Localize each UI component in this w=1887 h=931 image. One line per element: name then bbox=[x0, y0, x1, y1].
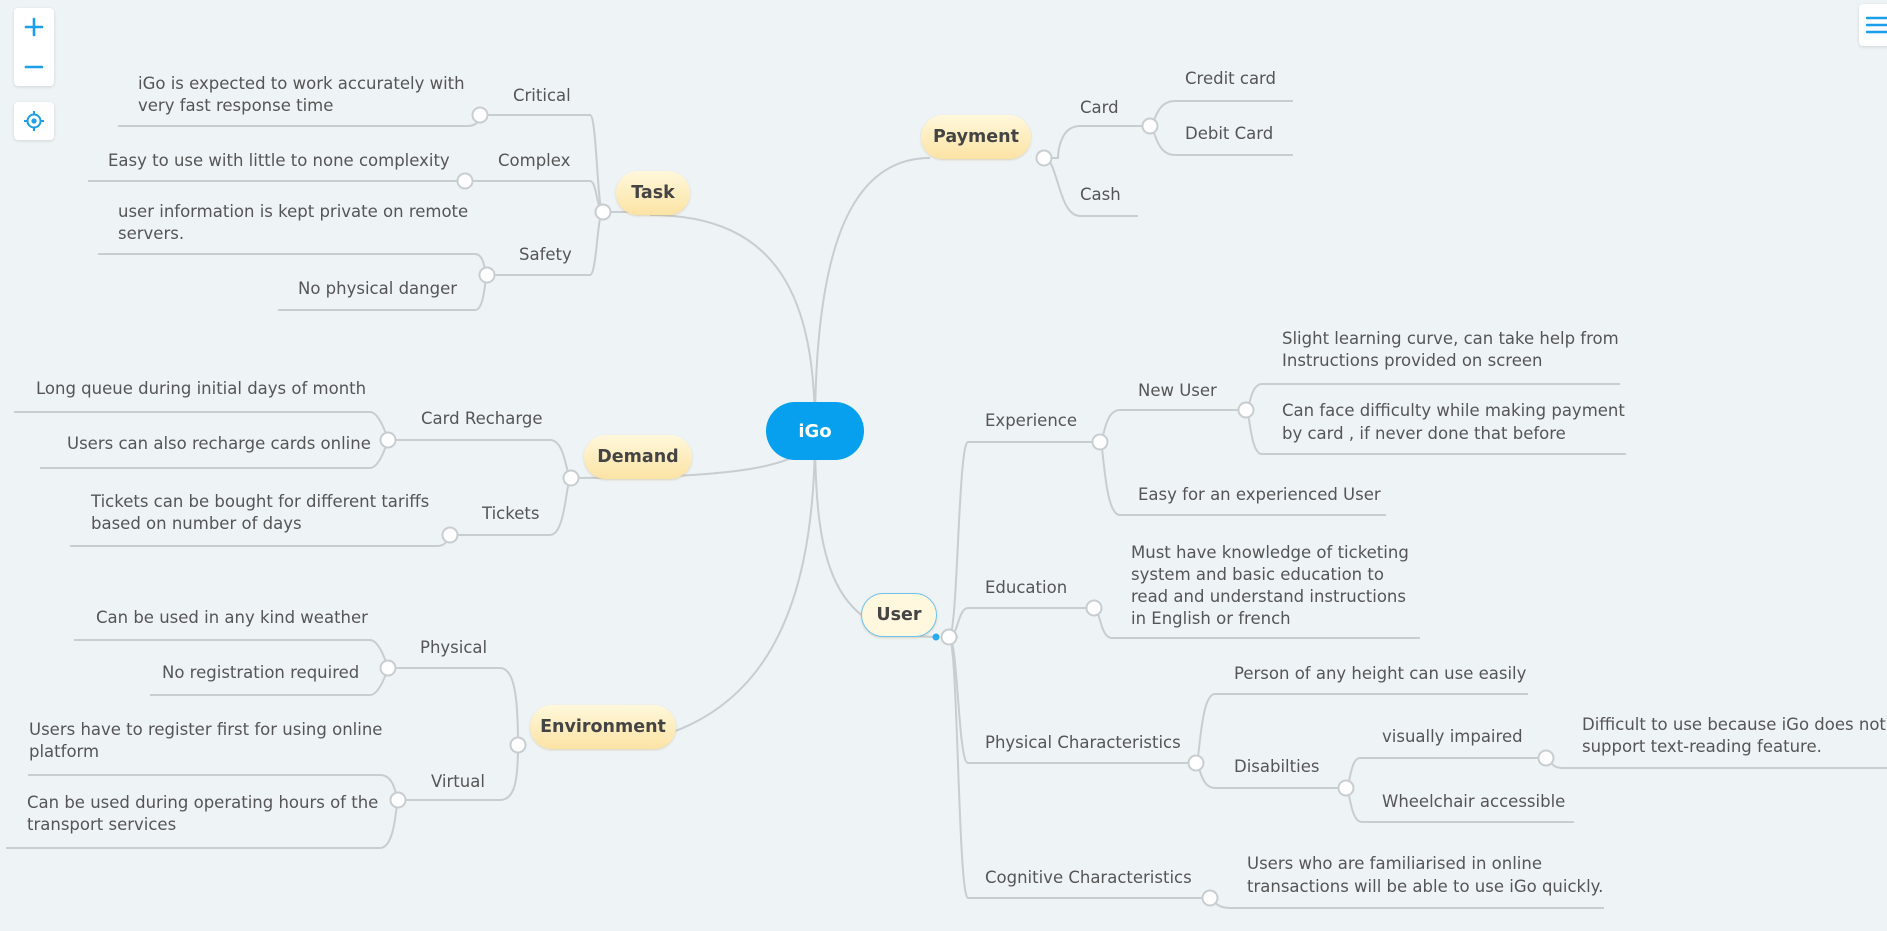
minus-icon bbox=[24, 65, 44, 69]
branch-user[interactable]: User bbox=[861, 593, 937, 637]
node-critical[interactable]: Critical bbox=[513, 86, 571, 105]
node-experienced-user[interactable]: Easy for an experienced User bbox=[1138, 485, 1381, 504]
node-cognitive-characteristics[interactable]: Cognitive Characteristics bbox=[985, 868, 1192, 887]
menu-button[interactable] bbox=[1859, 4, 1887, 46]
note-cognitive-line2[interactable]: transactions will be able to use iGo qui… bbox=[1247, 877, 1604, 896]
note-virtual-1-line1[interactable]: Users have to register first for using o… bbox=[29, 720, 383, 739]
note-new-user-2-line1[interactable]: Can face difficulty while making payment bbox=[1282, 401, 1625, 420]
note-tickets-line1[interactable]: Tickets can be bought for different tari… bbox=[91, 492, 430, 511]
locate-icon bbox=[24, 111, 44, 131]
note-physical-1[interactable]: Can be used in any kind weather bbox=[96, 608, 368, 627]
node-education[interactable]: Education bbox=[985, 578, 1068, 597]
note-education-line3[interactable]: read and understand instructions bbox=[1131, 587, 1406, 606]
note-visually-line1[interactable]: Difficult to use because iGo does not bbox=[1582, 715, 1886, 734]
note-safety-line2[interactable]: servers. bbox=[118, 224, 185, 243]
note-recharge-2[interactable]: Users can also recharge cards online bbox=[67, 434, 371, 453]
note-safety-2[interactable]: No physical danger bbox=[298, 279, 458, 298]
node-wheelchair[interactable]: Wheelchair accessible bbox=[1382, 792, 1566, 811]
hamburger-menu-icon bbox=[1865, 16, 1887, 34]
note-visually-line2[interactable]: support text-reading feature. bbox=[1582, 737, 1822, 756]
node-physical[interactable]: Physical bbox=[420, 638, 488, 657]
branch-payment[interactable]: Payment bbox=[921, 115, 1031, 159]
note-cognitive-line1[interactable]: Users who are familiarised in online bbox=[1247, 854, 1542, 873]
plus-icon bbox=[24, 17, 44, 37]
note-critical-line2[interactable]: very fast response time bbox=[138, 96, 334, 115]
node-card-recharge[interactable]: Card Recharge bbox=[421, 409, 543, 428]
note-education-line4[interactable]: in English or french bbox=[1131, 609, 1291, 628]
node-visually-impaired[interactable]: visually impaired bbox=[1382, 727, 1523, 746]
node-virtual[interactable]: Virtual bbox=[431, 772, 485, 791]
note-recharge-1[interactable]: Long queue during initial days of month bbox=[36, 379, 367, 398]
node-tickets[interactable]: Tickets bbox=[482, 504, 540, 523]
node-credit-card[interactable]: Credit card bbox=[1185, 69, 1277, 88]
note-physical-2[interactable]: No registration required bbox=[162, 663, 360, 682]
node-any-height[interactable]: Person of any height can use easily bbox=[1234, 664, 1527, 683]
branch-environment[interactable]: Environment bbox=[530, 705, 676, 749]
node-complex[interactable]: Complex bbox=[498, 151, 571, 170]
zoom-controls bbox=[14, 8, 54, 86]
node-physical-characteristics[interactable]: Physical Characteristics bbox=[985, 733, 1181, 752]
node-safety[interactable]: Safety bbox=[519, 245, 572, 264]
note-new-user-1-line2[interactable]: Instructions provided on screen bbox=[1282, 351, 1543, 370]
node-handles bbox=[379, 106, 1555, 907]
zoom-in-button[interactable] bbox=[14, 8, 54, 46]
node-new-user[interactable]: New User bbox=[1138, 381, 1217, 400]
note-virtual-2-line1[interactable]: Can be used during operating hours of th… bbox=[27, 793, 379, 812]
branch-task[interactable]: Task bbox=[616, 171, 690, 215]
root-node[interactable]: iGo bbox=[766, 402, 864, 460]
center-view-button[interactable] bbox=[14, 102, 54, 140]
note-new-user-2-line2[interactable]: by card , if never done that before bbox=[1282, 424, 1566, 443]
node-card[interactable]: Card bbox=[1080, 98, 1119, 117]
selection-dot bbox=[932, 633, 940, 641]
node-disabilities[interactable]: Disabilties bbox=[1234, 757, 1320, 776]
note-virtual-2-line2[interactable]: transport services bbox=[27, 815, 177, 834]
node-cash[interactable]: Cash bbox=[1080, 185, 1121, 204]
note-tickets-line2[interactable]: based on number of days bbox=[91, 514, 302, 533]
branch-demand[interactable]: Demand bbox=[584, 435, 692, 479]
note-education-line2[interactable]: system and basic education to bbox=[1131, 565, 1384, 584]
note-critical-line1[interactable]: iGo is expected to work accurately with bbox=[138, 74, 465, 93]
note-complex[interactable]: Easy to use with little to none complexi… bbox=[108, 151, 450, 170]
note-virtual-1-line2[interactable]: platform bbox=[29, 742, 100, 761]
note-new-user-1-line1[interactable]: Slight learning curve, can take help fro… bbox=[1282, 329, 1619, 348]
note-safety-line1[interactable]: user information is kept private on remo… bbox=[118, 202, 469, 221]
zoom-out-button[interactable] bbox=[14, 48, 54, 86]
node-experience[interactable]: Experience bbox=[985, 411, 1078, 430]
node-debit-card[interactable]: Debit Card bbox=[1185, 124, 1274, 143]
note-education-line1[interactable]: Must have knowledge of ticketing bbox=[1131, 543, 1409, 562]
